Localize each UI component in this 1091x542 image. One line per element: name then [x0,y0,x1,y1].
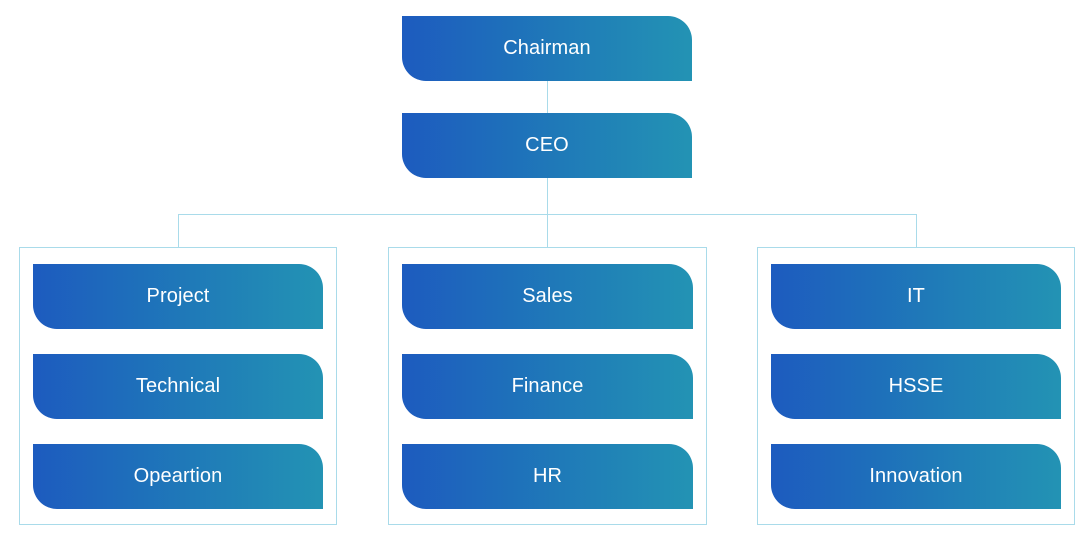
node-label: Opeartion [133,465,223,487]
node-label: Technical [135,375,221,397]
connector-ceo-branch [547,178,548,215]
connector-drop-group-3 [916,214,917,248]
node-chairman: Chairman [402,16,692,81]
node-technical: Technical [33,354,323,419]
node-operation: Opeartion [33,444,323,509]
node-project: Project [33,264,323,329]
node-label: Finance [511,375,584,397]
node-label: CEO [525,134,569,156]
node-label: Innovation [869,465,963,487]
node-label: IT [907,285,925,307]
node-label: Sales [522,285,573,307]
connector-chairman-ceo [547,81,548,113]
department-group-1 [19,247,337,525]
node-label: HSSE [888,375,944,397]
node-ceo: CEO [402,113,692,178]
node-label: Chairman [503,37,591,59]
department-group-2 [388,247,707,525]
node-hr: HR [402,444,693,509]
node-label: HR [532,465,563,487]
node-innovation: Innovation [771,444,1061,509]
node-finance: Finance [402,354,693,419]
node-it: IT [771,264,1061,329]
connector-drop-group-1 [178,214,179,248]
node-label: Project [146,285,210,307]
node-sales: Sales [402,264,693,329]
connector-drop-group-2 [547,214,548,248]
department-group-3 [757,247,1075,525]
node-hsse: HSSE [771,354,1061,419]
